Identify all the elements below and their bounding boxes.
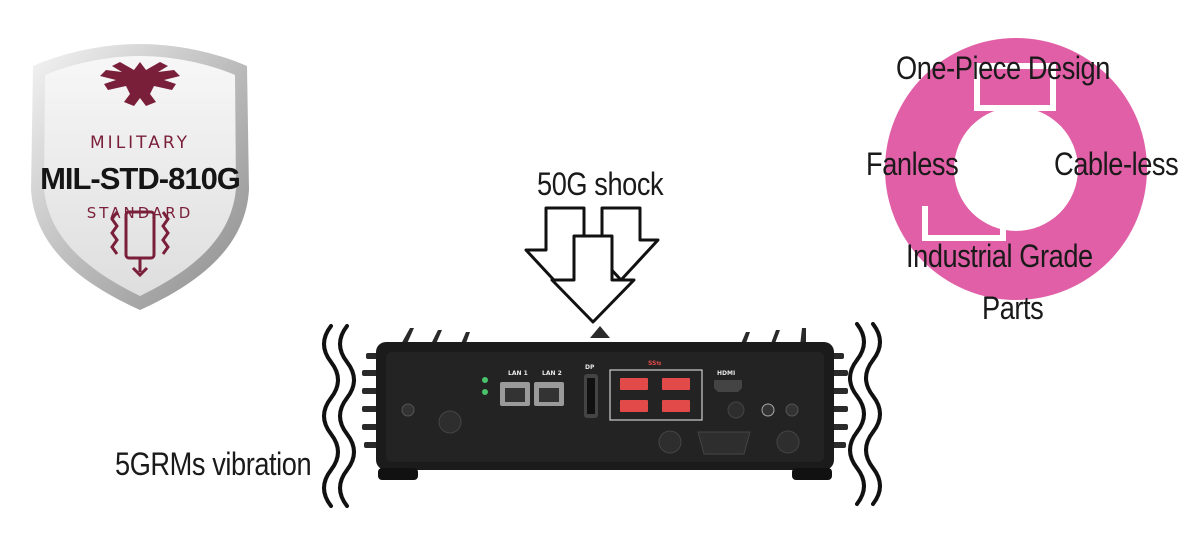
mil-std-badge: MILITARY MIL-STD-810G STANDARD — [25, 40, 255, 315]
hdmi-label: HDMI — [717, 370, 736, 377]
dp-label: DP — [585, 364, 595, 371]
device-body — [362, 326, 848, 480]
feature-fanless: Fanless — [866, 146, 959, 182]
feature-one-piece-design: One-Piece Design — [896, 50, 1110, 86]
vibration-waves-right-icon — [848, 322, 882, 506]
feature-parts: Parts — [982, 290, 1044, 326]
usb-superspeed-label: SS⇆ — [648, 360, 662, 367]
shock-label: 50G shock — [537, 166, 664, 202]
vibration-label: 5GRMs vibration — [115, 446, 312, 482]
badge-standard-code: MIL-STD-810G — [40, 161, 241, 196]
vibration-device-icon — [110, 210, 170, 278]
feature-ring-graphic — [885, 38, 1147, 300]
feature-industrial-grade: Industrial Grade — [906, 238, 1093, 274]
lan1-label: LAN 1 — [508, 370, 528, 377]
feature-cable-less: Cable-less — [1054, 146, 1179, 182]
eagle-icon — [100, 62, 180, 106]
shield-icon — [31, 44, 249, 310]
lan2-label: LAN 2 — [542, 370, 562, 377]
vibration-waves-left-icon — [322, 324, 356, 508]
embedded-pc-front-panel: LAN 1 LAN 2 DP SS⇆ HDMI — [340, 318, 870, 490]
shock-arrows-icon — [524, 206, 660, 324]
badge-military-text: MILITARY — [90, 133, 190, 153]
badge-standard-text: STANDARD — [86, 204, 194, 222]
